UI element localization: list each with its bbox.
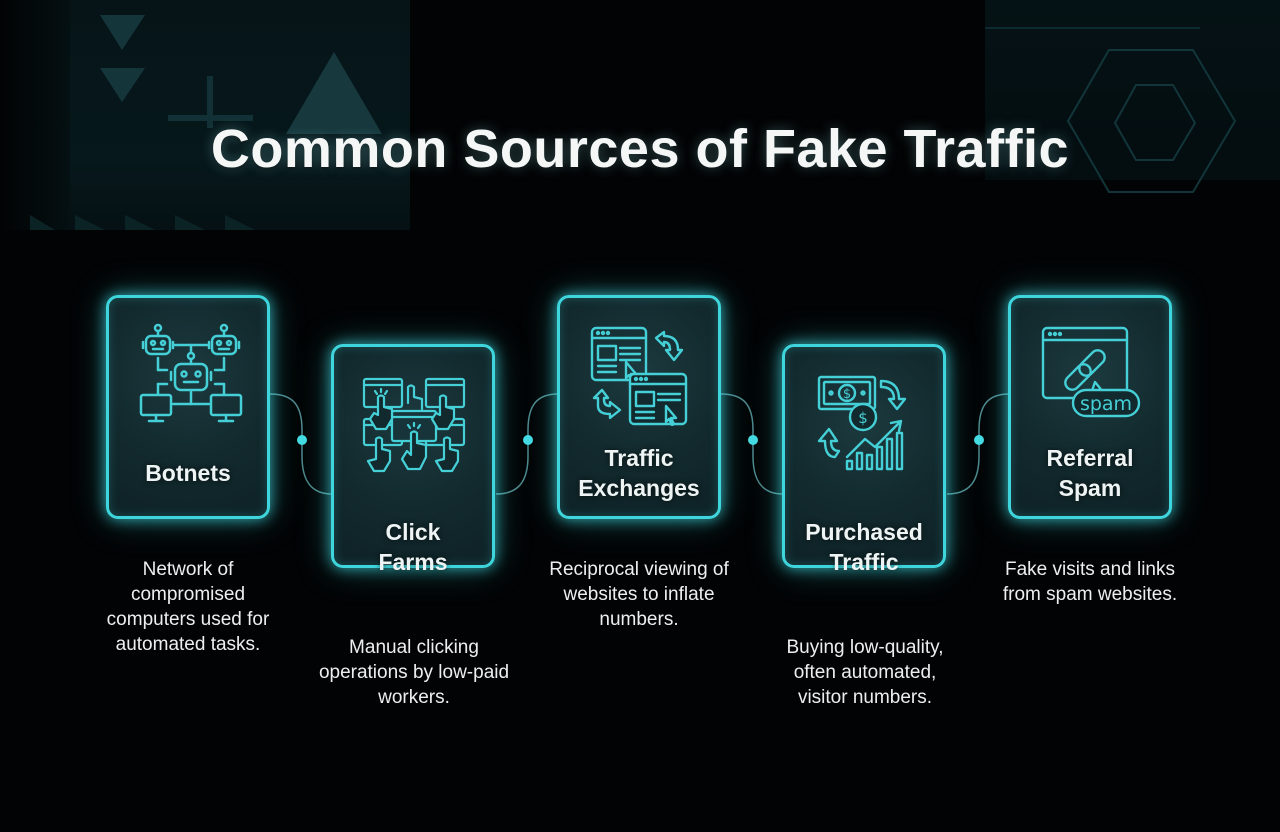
card-label: Referral Spam <box>1046 445 1134 501</box>
click-farm-icon <box>362 377 466 473</box>
svg-text:$: $ <box>843 387 851 402</box>
connector-line <box>496 393 558 495</box>
description-purchased-traffic: Buying low-quality, often automated, vis… <box>786 637 944 708</box>
connector-line <box>721 393 783 495</box>
card-label: Botnets <box>145 460 231 486</box>
card-referral-spam: spam Referral Spam <box>1008 295 1172 519</box>
card-traffic-exchanges: Traffic Exchanges <box>557 295 721 519</box>
connector-line <box>270 393 332 495</box>
card-label: Purchased Traffic <box>805 519 923 575</box>
description-referral-spam: Fake visits and links from spam websites… <box>1002 559 1178 605</box>
card-label: Click Farms <box>378 519 448 575</box>
background-panel <box>0 0 70 230</box>
card-label: Traffic Exchanges <box>578 445 700 501</box>
card-botnets: Botnets <box>106 295 270 519</box>
card-click-farms: Click Farms <box>331 344 495 575</box>
page-title: Common Sources of Fake Traffic <box>210 119 1070 179</box>
svg-text:$: $ <box>858 409 868 427</box>
description-botnets: Network of compromised computers used fo… <box>106 559 270 655</box>
description-click-farms: Manual clicking operations by low-paid w… <box>318 637 510 708</box>
referral-spam-icon: spam <box>1041 326 1141 418</box>
traffic-exchange-icon <box>590 326 688 426</box>
connector-line <box>947 393 1009 495</box>
description-traffic-exchanges: Reciprocal viewing of websites to inflat… <box>549 559 729 630</box>
card-purchased-traffic: $ $ Purchased Traffic <box>782 344 946 575</box>
purchased-traffic-icon: $ $ <box>817 375 907 471</box>
botnet-icon <box>139 323 243 423</box>
spam-text: spam <box>1080 393 1132 415</box>
background-panel <box>70 0 410 230</box>
